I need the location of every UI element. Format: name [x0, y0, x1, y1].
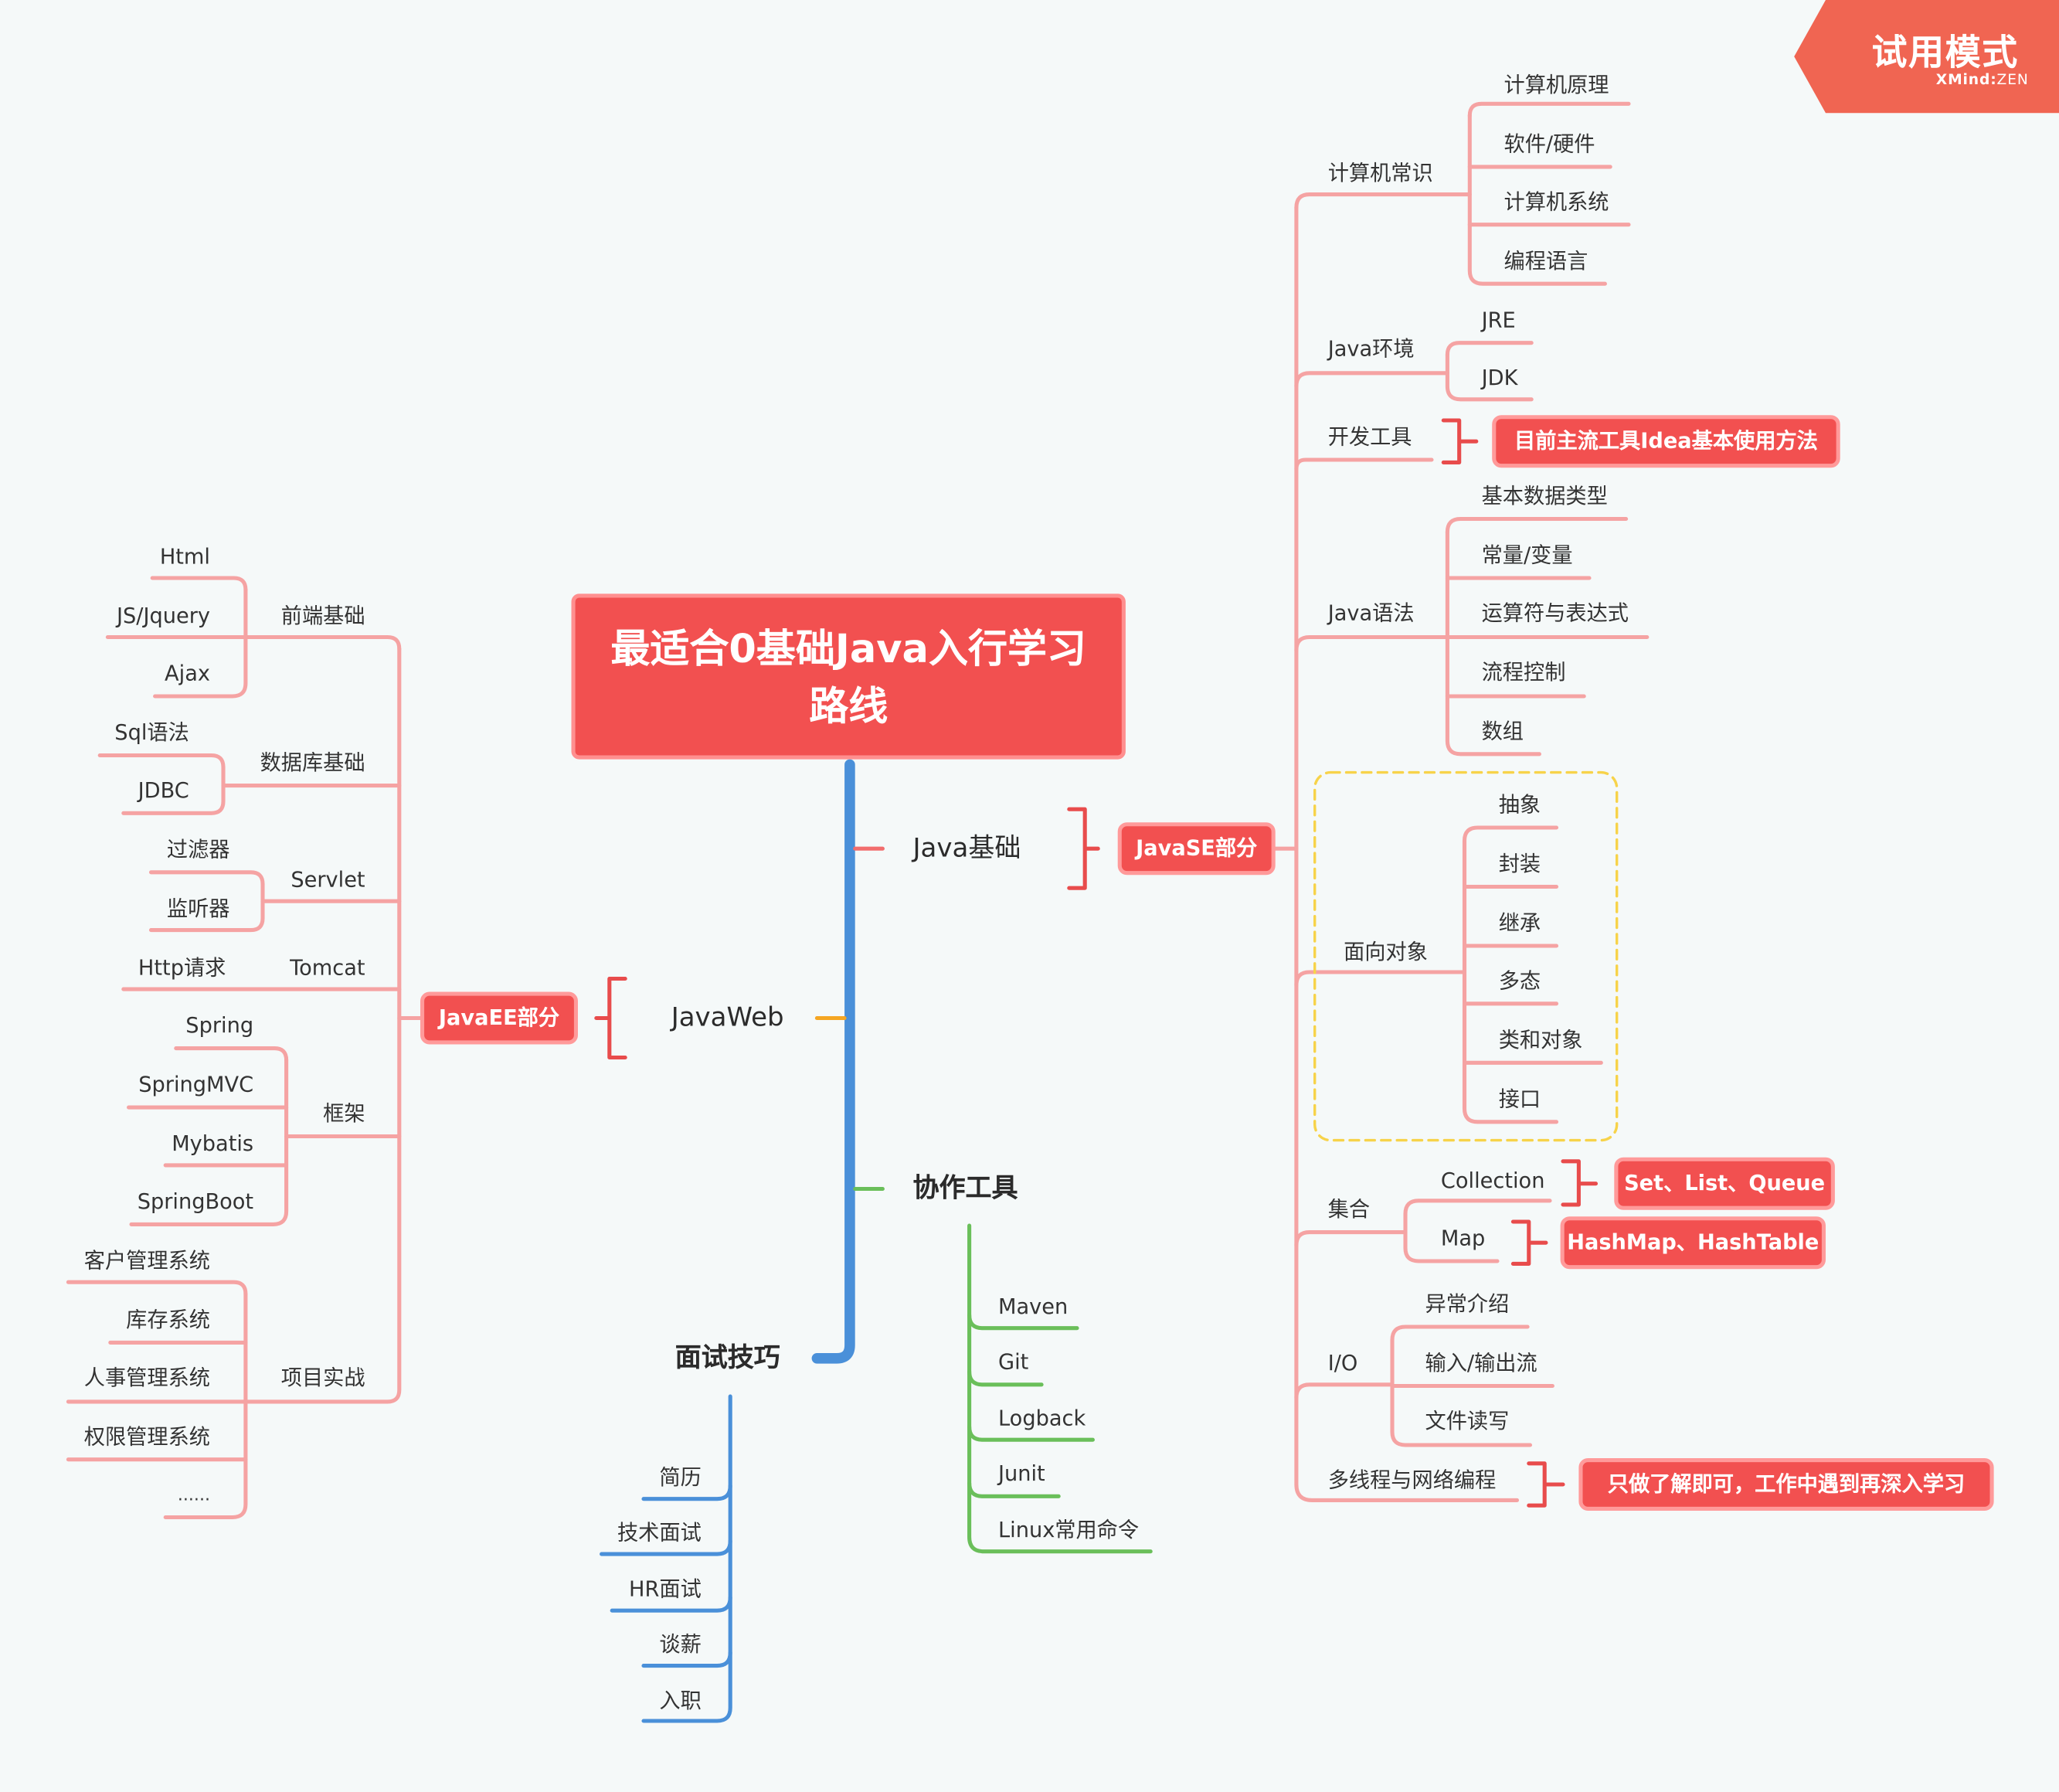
item-data-types[interactable]: 基本数据类型 [1481, 483, 1608, 508]
item-jdbc[interactable]: JDBC [138, 777, 189, 803]
main-spine [811, 759, 855, 1364]
multithread-bracket [1527, 1461, 1565, 1508]
item-springboot[interactable]: SpringBoot [137, 1188, 254, 1214]
java-basics-bracket [1067, 807, 1100, 890]
topic-io[interactable]: I/O [1327, 1350, 1358, 1375]
collection-note[interactable]: Set、List、Queue [1614, 1157, 1835, 1210]
item-permission-system[interactable]: 权限管理系统 [83, 1423, 210, 1450]
topic-servlet[interactable]: Servlet [291, 867, 365, 893]
item-salary-negotiation[interactable]: 谈薪 [659, 1631, 702, 1657]
item-map[interactable]: Map [1440, 1226, 1486, 1251]
item-encapsulation[interactable]: 封装 [1498, 851, 1541, 876]
item-hr-system[interactable]: 人事管理系统 [83, 1365, 210, 1390]
javaweb-bracket [594, 976, 627, 1060]
item-tech-interview[interactable]: 技术面试 [617, 1519, 702, 1545]
item-operators[interactable]: 运算符与表达式 [1481, 600, 1629, 626]
oop-boundary [1313, 770, 1619, 1142]
topic-java-syntax[interactable]: Java语法 [1327, 600, 1415, 626]
item-sql[interactable]: Sql语法 [114, 719, 189, 745]
topic-frontend[interactable]: 前端基础 [280, 603, 365, 628]
topic-oop[interactable]: 面向对象 [1344, 939, 1428, 964]
item-more[interactable]: ...... [177, 1485, 210, 1506]
item-maven[interactable]: Maven [998, 1294, 1069, 1319]
topic-database[interactable]: 数据库基础 [260, 750, 365, 775]
item-flow-control[interactable]: 流程控制 [1481, 659, 1566, 685]
topic-computer-basics[interactable]: 计算机常识 [1327, 160, 1433, 185]
javase-label[interactable]: JavaSE部分 [1117, 822, 1276, 876]
item-logback[interactable]: Logback [998, 1406, 1086, 1431]
item-collection[interactable]: Collection [1440, 1168, 1545, 1193]
item-http-request[interactable]: Http请求 [138, 954, 226, 981]
topic-framework[interactable]: 框架 [323, 1100, 365, 1126]
item-resume[interactable]: 简历 [659, 1464, 702, 1490]
item-programming-languages[interactable]: 编程语言 [1503, 248, 1588, 274]
item-crm-system[interactable]: 客户管理系统 [83, 1248, 210, 1273]
item-file-io[interactable]: 文件读写 [1425, 1408, 1510, 1433]
item-polymorphism[interactable]: 多态 [1498, 967, 1541, 994]
multithread-note[interactable]: 只做了解即可，工作中遇到再深入学习 [1578, 1458, 1994, 1511]
item-spring[interactable]: Spring [185, 1012, 254, 1038]
item-springmvc[interactable]: SpringMVC [138, 1072, 254, 1097]
javaee-label[interactable]: JavaEE部分 [420, 991, 578, 1045]
item-classes-objects[interactable]: 类和对象 [1498, 1027, 1583, 1052]
branch-interview[interactable]: 面试技巧 [674, 1341, 780, 1373]
branch-collab-tools[interactable]: 协作工具 [912, 1171, 1018, 1204]
item-ajax[interactable]: Ajax [165, 661, 210, 686]
topic-multithread[interactable]: 多线程与网络编程 [1327, 1467, 1497, 1493]
topic-dev-tools[interactable]: 开发工具 [1327, 424, 1412, 450]
item-arrays[interactable]: 数组 [1481, 718, 1524, 744]
item-git[interactable]: Git [998, 1348, 1029, 1375]
collection-bracket [1561, 1159, 1599, 1207]
item-software-hardware[interactable]: 软件/硬件 [1503, 131, 1595, 157]
item-constants-variables[interactable]: 常量/变量 [1481, 542, 1573, 568]
item-junit[interactable]: Junit [998, 1460, 1045, 1486]
item-filter[interactable]: 过滤器 [166, 836, 230, 862]
item-exceptions[interactable]: 异常介绍 [1425, 1291, 1510, 1317]
devtools-bracket [1441, 418, 1479, 464]
item-computer-systems[interactable]: 计算机系统 [1503, 189, 1609, 215]
item-interfaces[interactable]: 接口 [1498, 1086, 1541, 1112]
item-js-jquery[interactable]: JS/Jquery [117, 603, 210, 628]
topic-collections[interactable]: 集合 [1327, 1196, 1371, 1222]
item-onboarding[interactable]: 入职 [659, 1688, 702, 1713]
topic-projects[interactable]: 项目实战 [280, 1365, 365, 1390]
item-inheritance[interactable]: 继承 [1498, 910, 1541, 936]
map-bracket [1510, 1219, 1548, 1266]
item-jdk[interactable]: JDK [1481, 365, 1518, 390]
topic-java-env[interactable]: Java环境 [1327, 336, 1415, 362]
item-jre[interactable]: JRE [1481, 307, 1516, 333]
item-html[interactable]: Html [159, 543, 210, 570]
item-hr-interview[interactable]: HR面试 [629, 1576, 702, 1602]
item-inventory-system[interactable]: 库存系统 [126, 1307, 210, 1332]
topic-tomcat[interactable]: Tomcat [290, 954, 365, 981]
root-topic[interactable]: 最适合0基础Java入行学习路线 [571, 593, 1126, 760]
watermark-title: 试用模式 [1871, 32, 2019, 74]
watermark-brand: XMind:ZEN [1935, 70, 2029, 88]
branch-java-basics[interactable]: Java基础 [912, 831, 1021, 863]
map-note[interactable]: HashMap、HashTable [1560, 1216, 1826, 1270]
devtools-note[interactable]: 目前主流工具Idea基本使用方法 [1492, 415, 1840, 468]
item-mybatis[interactable]: Mybatis [172, 1131, 254, 1156]
item-listener[interactable]: 监听器 [166, 896, 230, 921]
branch-javaweb[interactable]: JavaWeb [671, 1001, 784, 1033]
item-computer-principles[interactable]: 计算机原理 [1503, 72, 1609, 97]
item-abstraction[interactable]: 抽象 [1498, 792, 1541, 818]
watermark-badge-shape [1794, 0, 2059, 114]
item-linux-commands[interactable]: Linux常用命令 [998, 1517, 1140, 1542]
item-io-streams[interactable]: 输入/输出流 [1425, 1350, 1537, 1375]
